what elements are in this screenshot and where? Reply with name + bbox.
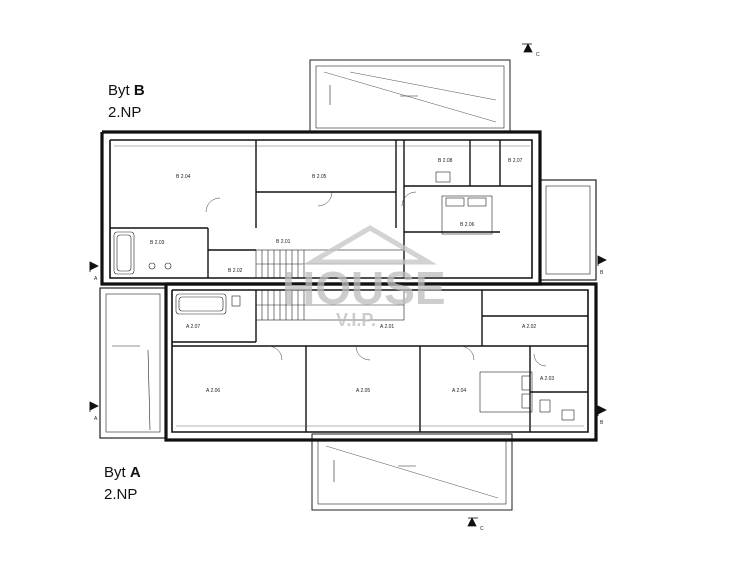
room-labels-a: A 2.07 A 2.01 A 2.02 A 2.06 A 2.05 A 2.0… — [186, 324, 554, 394]
room-labels-b: B 2.04 B 2.05 B 2.08 B 2.07 B 2.06 B 2.0… — [150, 158, 523, 274]
section-b-right-2: B — [600, 420, 604, 426]
unit-a-floor: 2.NP — [104, 486, 138, 503]
balcony-bottom — [311, 433, 513, 511]
unit-b-word: Byt — [108, 82, 130, 99]
room-b-2-07: B 2.07 — [508, 158, 523, 164]
section-marks — [89, 43, 607, 527]
room-a-2-05: A 2.05 — [356, 388, 370, 394]
section-a-left: A — [94, 276, 98, 282]
balcony-right — [539, 179, 597, 281]
windows — [160, 130, 470, 442]
room-a-2-04: A 2.04 — [452, 388, 466, 394]
room-a-2-02: A 2.02 — [522, 324, 536, 330]
room-b-2-01: B 2.01 — [276, 239, 291, 245]
room-b-2-06: B 2.06 — [460, 222, 475, 228]
room-b-2-04: B 2.04 — [176, 174, 191, 180]
unit-b-label: Byt B — [108, 82, 145, 99]
room-b-2-05: B 2.05 — [312, 174, 327, 180]
balcony-left — [99, 287, 167, 439]
section-a-left-2: A — [94, 416, 98, 422]
section-b-right: B — [600, 270, 604, 276]
balcony-top — [309, 59, 511, 133]
room-b-2-03: B 2.03 — [150, 240, 165, 246]
section-mark-labels: A A B B C C — [94, 52, 604, 532]
unit-a-label: Byt A — [104, 464, 141, 481]
watermark-main: HOUSE — [282, 262, 446, 314]
unit-b-letter: B — [133, 82, 145, 99]
watermark: HOUSE V.I.P. — [282, 225, 446, 330]
room-b-2-02: B 2.02 — [228, 268, 243, 274]
dimension-ticks — [114, 145, 584, 427]
room-a-2-07: A 2.07 — [186, 324, 200, 330]
fixtures — [113, 171, 575, 421]
room-a-2-01: A 2.01 — [380, 324, 394, 330]
door-swings — [205, 191, 547, 367]
watermark-sub: V.I.P. — [336, 310, 376, 330]
unit-a-letter: A — [129, 464, 141, 481]
section-c-bottom: C — [480, 526, 484, 532]
room-b-2-08: B 2.08 — [438, 158, 453, 164]
unit-b-floor: 2.NP — [108, 104, 142, 121]
walls-unit-a — [164, 282, 598, 442]
room-a-2-03: A 2.03 — [540, 376, 554, 382]
section-c-top: C — [536, 52, 540, 58]
room-a-2-06: A 2.06 — [206, 388, 220, 394]
unit-a-word: Byt — [104, 464, 126, 481]
